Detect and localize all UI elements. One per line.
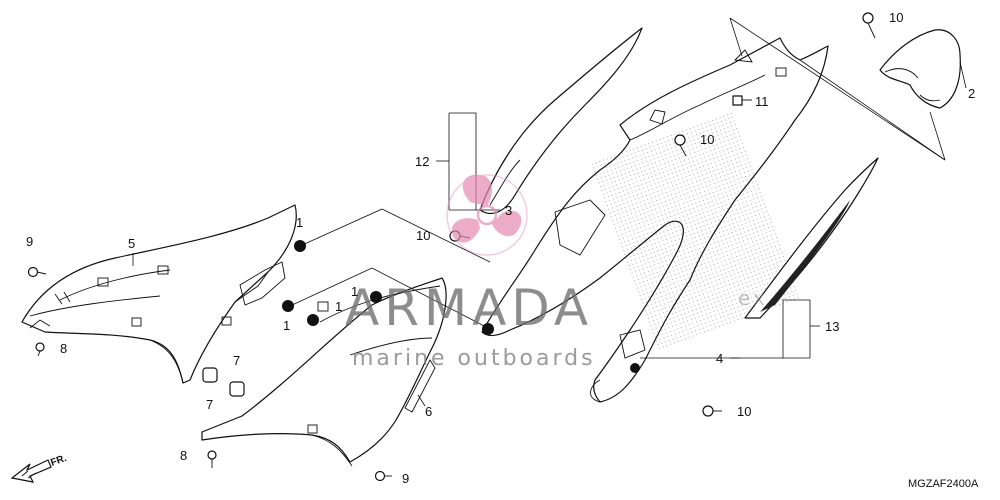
- callout-1-d: 1: [351, 284, 358, 299]
- callout-labels: 1 1 1 1 2 3 4 5 6 7 7 8 8 9 9 10 10 10 1…: [26, 10, 975, 486]
- collar-7-a-icon: [202, 367, 218, 383]
- callout-5: 5: [128, 236, 135, 251]
- callout-9-a: 9: [26, 234, 33, 249]
- direction-label: FR.: [49, 453, 68, 469]
- front-direction-arrow-icon: [10, 459, 52, 483]
- callout-7-a: 7: [233, 353, 240, 368]
- armada-logo-icon: [446, 174, 528, 256]
- part-4-rear-side-cowl: [481, 37, 829, 403]
- callout-1-c: 1: [335, 299, 342, 314]
- callout-3: 3: [505, 203, 512, 218]
- callout-8-a: 8: [60, 341, 67, 356]
- clip-8-bottom-icon: [207, 450, 217, 468]
- clip-8-left-icon: [35, 342, 45, 357]
- leader-lines: [132, 17, 967, 407]
- watermark-suffix: ex: [738, 286, 768, 310]
- bolt-9-bottom-icon: [374, 470, 392, 482]
- callout-1-a: 1: [296, 215, 303, 230]
- callout-1-b: 1: [283, 318, 290, 333]
- bolt-10-bottom-icon: [702, 405, 722, 417]
- callout-13: 13: [825, 319, 839, 334]
- part-5-left-side-cover: [21, 204, 297, 384]
- nut-11-icon: [732, 95, 752, 106]
- callout-8-b: 8: [180, 448, 187, 463]
- part-3-rear-cowl: [479, 27, 643, 215]
- grommet-1-d-icon: [370, 291, 382, 303]
- part-2-rear-cover: [879, 29, 961, 109]
- part-13-trim-strip: [744, 157, 879, 319]
- callout-10-d: 10: [737, 404, 751, 419]
- callout-9-b: 9: [402, 471, 409, 486]
- bolt-10-top-icon: [862, 12, 876, 39]
- callout-10-b: 10: [700, 132, 714, 147]
- callout-11: 11: [755, 94, 769, 109]
- grommet-1-f-icon: [630, 363, 640, 373]
- watermark-title: ARMADA: [345, 279, 593, 337]
- callout-10-c: 10: [416, 228, 430, 243]
- callout-6: 6: [425, 404, 432, 419]
- callout-4: 4: [716, 351, 723, 366]
- watermark-subtitle: marine outboards: [352, 346, 596, 371]
- callout-10-a: 10: [889, 10, 903, 25]
- callout-7-b: 7: [206, 397, 213, 412]
- grommet-1-b-icon: [282, 300, 294, 312]
- bolt-9-left-icon: [27, 266, 47, 278]
- collar-7-b-icon: [229, 381, 245, 397]
- drawing-code: MGZAF2400A: [908, 478, 979, 490]
- callout-2: 2: [968, 86, 975, 101]
- part-6-side-cover: [201, 277, 447, 467]
- grommet-1-c-icon: [307, 314, 319, 326]
- callout-12: 12: [415, 154, 429, 169]
- bolt-10-mid-icon: [674, 134, 687, 157]
